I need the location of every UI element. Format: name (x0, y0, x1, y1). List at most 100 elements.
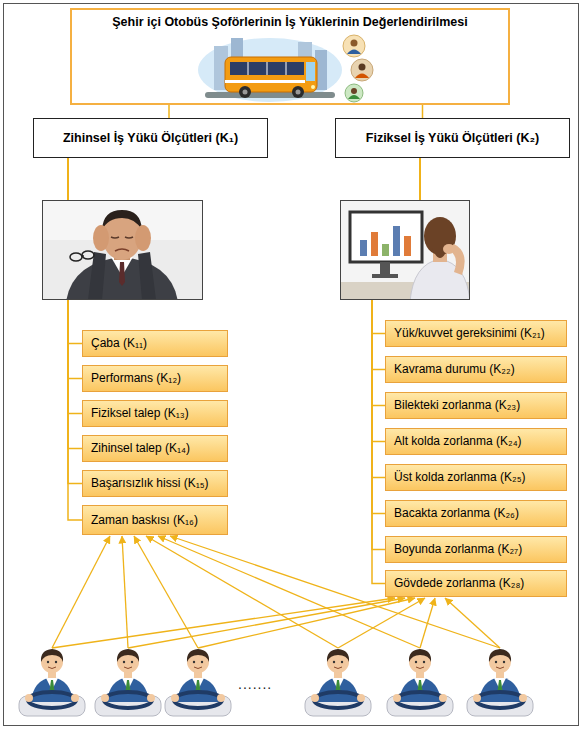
illustration-part (146, 536, 338, 648)
title-box: Şehir içi Otobüs Şoförlerinin İş Yükleri… (70, 8, 510, 105)
neck-pain-photo (340, 200, 470, 302)
illustration-part (382, 244, 389, 256)
illustration-part (82, 255, 84, 257)
illustration-part (248, 62, 249, 75)
criterion-box: Performans (K₁₂) (82, 365, 228, 392)
criterion-box: Boyunda zorlanma (K₂₇) (385, 536, 567, 563)
criterion-box: Kavrama durumu (K₂₂) (385, 356, 567, 383)
illustration-part (445, 598, 500, 648)
box-label: Zihinsel İş Yükü Ölçütleri (K₁) (63, 131, 238, 146)
illustration-part (52, 598, 395, 648)
illustration-part (350, 212, 422, 262)
box-label: Başarısızlık hissi (K₁₅) (91, 476, 209, 490)
illustration-part (360, 240, 367, 256)
illustration-part (82, 251, 94, 259)
illustration-part (380, 262, 390, 275)
illustration-part (225, 57, 317, 92)
illustration-part (292, 86, 304, 98)
illustration-part (343, 35, 365, 57)
illustration-part (420, 598, 435, 648)
box-label: Çaba (K₁₁) (91, 336, 147, 350)
box-label: Zaman baskısı (K₁₆) (91, 513, 198, 527)
connector (422, 105, 424, 118)
criterion-box: Yük/kuvvet gereksinimi (K₂₁) (385, 320, 567, 347)
illustration-part (205, 92, 335, 98)
illustration-part (135, 225, 151, 251)
illustration-part (230, 62, 304, 75)
box-label: Alt kolda zorlanma (K₂₄) (394, 434, 522, 448)
illustration-part (66, 257, 178, 300)
illustration-part (359, 64, 366, 71)
criterion-box: Zihinsel talep (K₁₄) (82, 435, 228, 462)
illustration-part (138, 252, 156, 300)
illustration-part (371, 232, 378, 256)
illustration-part (42, 200, 203, 300)
illustration-part (111, 237, 119, 238)
box-label: Performans (K₁₂) (91, 371, 181, 385)
criterion-box: Gövdede zorlanma (K₂₈) (385, 570, 567, 597)
criterion-box: Üst kolda zorlanma (K₂₅) (385, 464, 567, 491)
title-text: Şehir içi Otobüs Şoförlerinin İş Yükleri… (112, 15, 467, 30)
criterion-box: Zaman baskısı (K₁₆) (82, 505, 228, 535)
criterion-box: Alt kolda zorlanma (K₂₄) (385, 428, 567, 455)
category-box: Fiziksel İş Yükü Ölçütleri (K₂) (335, 118, 570, 158)
illustration-part (267, 62, 268, 75)
box-label: Yük/kuvvet gereksinimi (K₂₁) (394, 326, 545, 340)
illustration-part (306, 62, 315, 81)
illustration-part (95, 649, 161, 716)
illustration-part (225, 80, 305, 83)
illustration-part (128, 598, 405, 648)
illustration-part (345, 84, 363, 102)
illustration-part (52, 536, 110, 648)
category-box: Zihinsel İş Yükü Ölçütleri (K₁) (33, 118, 268, 158)
box-label: Boyunda zorlanma (K₂₇) (394, 542, 522, 556)
illustration-part (311, 85, 315, 89)
illustration-part (351, 59, 373, 81)
illustration-part (387, 649, 453, 716)
illustration-part (340, 212, 470, 300)
illustration-part (372, 274, 398, 278)
box-label: Fiziksel talep (K₁₃) (91, 406, 189, 420)
illustration-part (239, 86, 251, 98)
illustration-part (347, 50, 361, 55)
illustration-part (443, 244, 455, 254)
illustration-part (125, 237, 133, 238)
illustration-part (115, 249, 129, 251)
illustration-part (286, 62, 287, 75)
ellipsis-label: ....... (238, 676, 272, 692)
box-label: Bacakta zorlanma (K₂₆) (394, 506, 519, 520)
illustration-part (42, 200, 203, 300)
illustration-part (198, 38, 342, 102)
illustration-part (467, 649, 533, 716)
box-label: Fiziksel İş Yükü Ölçütleri (K₂) (366, 131, 539, 146)
criterion-box: Bilekteki zorlanma (K₂₃) (385, 392, 567, 419)
box-label: Gövdede zorlanma (K₂₈) (394, 576, 524, 590)
illustration-part (351, 40, 358, 47)
bus-illustration (198, 35, 373, 102)
illustration-part (93, 225, 109, 251)
illustration-part (338, 598, 425, 648)
illustration-part (355, 74, 369, 79)
box-label: Kavrama durumu (K₂₂) (394, 362, 515, 376)
illustration-part (243, 90, 248, 95)
illustration-part (102, 210, 142, 230)
illustration-part (393, 226, 400, 256)
illustration-part (305, 649, 371, 716)
illustration-part (165, 649, 231, 716)
box-label: Üst kolda zorlanma (K₂₅) (394, 470, 526, 484)
illustration-part (348, 95, 360, 99)
driver-icons (19, 649, 533, 716)
illustration-part (119, 262, 125, 286)
illustration-part (43, 201, 203, 300)
illustration-part (351, 88, 357, 94)
illustration-part (122, 536, 128, 648)
criterion-box: Çaba (K₁₁) (82, 330, 228, 357)
box-label: Zihinsel talep (K₁₄) (91, 441, 190, 455)
illustration-part (70, 253, 82, 261)
connector (168, 105, 170, 118)
criterion-box: Bacakta zorlanma (K₂₆) (385, 500, 567, 527)
illustration-part (296, 90, 301, 95)
criterion-box: Fiziksel talep (K₁₃) (82, 400, 228, 427)
stressed-man-photo (42, 200, 203, 302)
